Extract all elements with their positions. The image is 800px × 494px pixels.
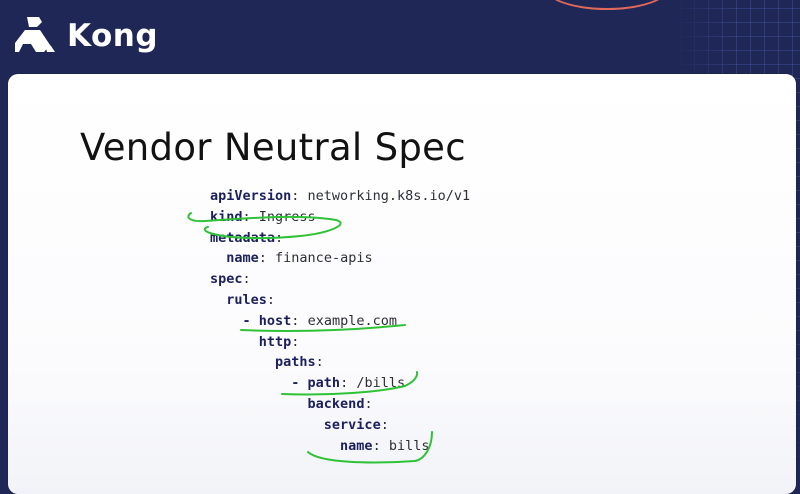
code-line: rules: [226, 291, 284, 308]
code-key: path [307, 375, 341, 392]
code-line: kind: Ingress [210, 208, 316, 225]
code-key: name [226, 250, 259, 267]
list-dash: - [242, 312, 259, 329]
code-value: bills [388, 437, 430, 454]
code-line: name: finance-apis [226, 250, 373, 267]
code-key: name [340, 437, 373, 454]
code-key: backend [307, 395, 365, 412]
code-line: metadata: [210, 229, 292, 246]
code-value: finance-apis [275, 250, 373, 267]
code-line: http: [258, 333, 308, 350]
list-dash: - [291, 375, 308, 392]
background-arc [545, 0, 669, 10]
code-key: rules [226, 291, 267, 308]
code-key: service [323, 416, 381, 433]
code-line: paths: [275, 354, 332, 371]
code-line: - host: example.com [242, 312, 397, 329]
yaml-code-block: apiVersion: networking.k8s.io/v1 kind: In… [210, 186, 470, 456]
slide: Vendor Neutral Spec apiVersion: networki… [8, 74, 796, 494]
kong-brand: Kong [13, 13, 158, 59]
code-key: kind [210, 208, 243, 225]
code-key: http [258, 333, 292, 350]
code-value: Ingress [258, 208, 316, 225]
code-line: name: bills [340, 437, 430, 454]
code-value: networking.k8s.io/v1 [307, 188, 471, 204]
brand-name: Kong [67, 18, 159, 54]
code-line: backend: [307, 395, 381, 412]
code-key: metadata [210, 229, 276, 246]
code-key: apiVersion [210, 188, 292, 204]
code-line: - path: /bills [291, 375, 406, 392]
code-key: host [258, 312, 292, 329]
code-value: example.com [307, 312, 397, 329]
code-line: service: [323, 416, 397, 433]
code-line: apiVersion: networking.k8s.io/v1 [210, 188, 471, 204]
kong-logo-icon [15, 17, 55, 52]
slide-title: Vendor Neutral Spec [80, 126, 466, 169]
code-key: paths [275, 354, 316, 371]
code-value: /bills [356, 375, 406, 392]
code-key: spec [210, 271, 243, 288]
code-line: spec: [210, 271, 259, 288]
